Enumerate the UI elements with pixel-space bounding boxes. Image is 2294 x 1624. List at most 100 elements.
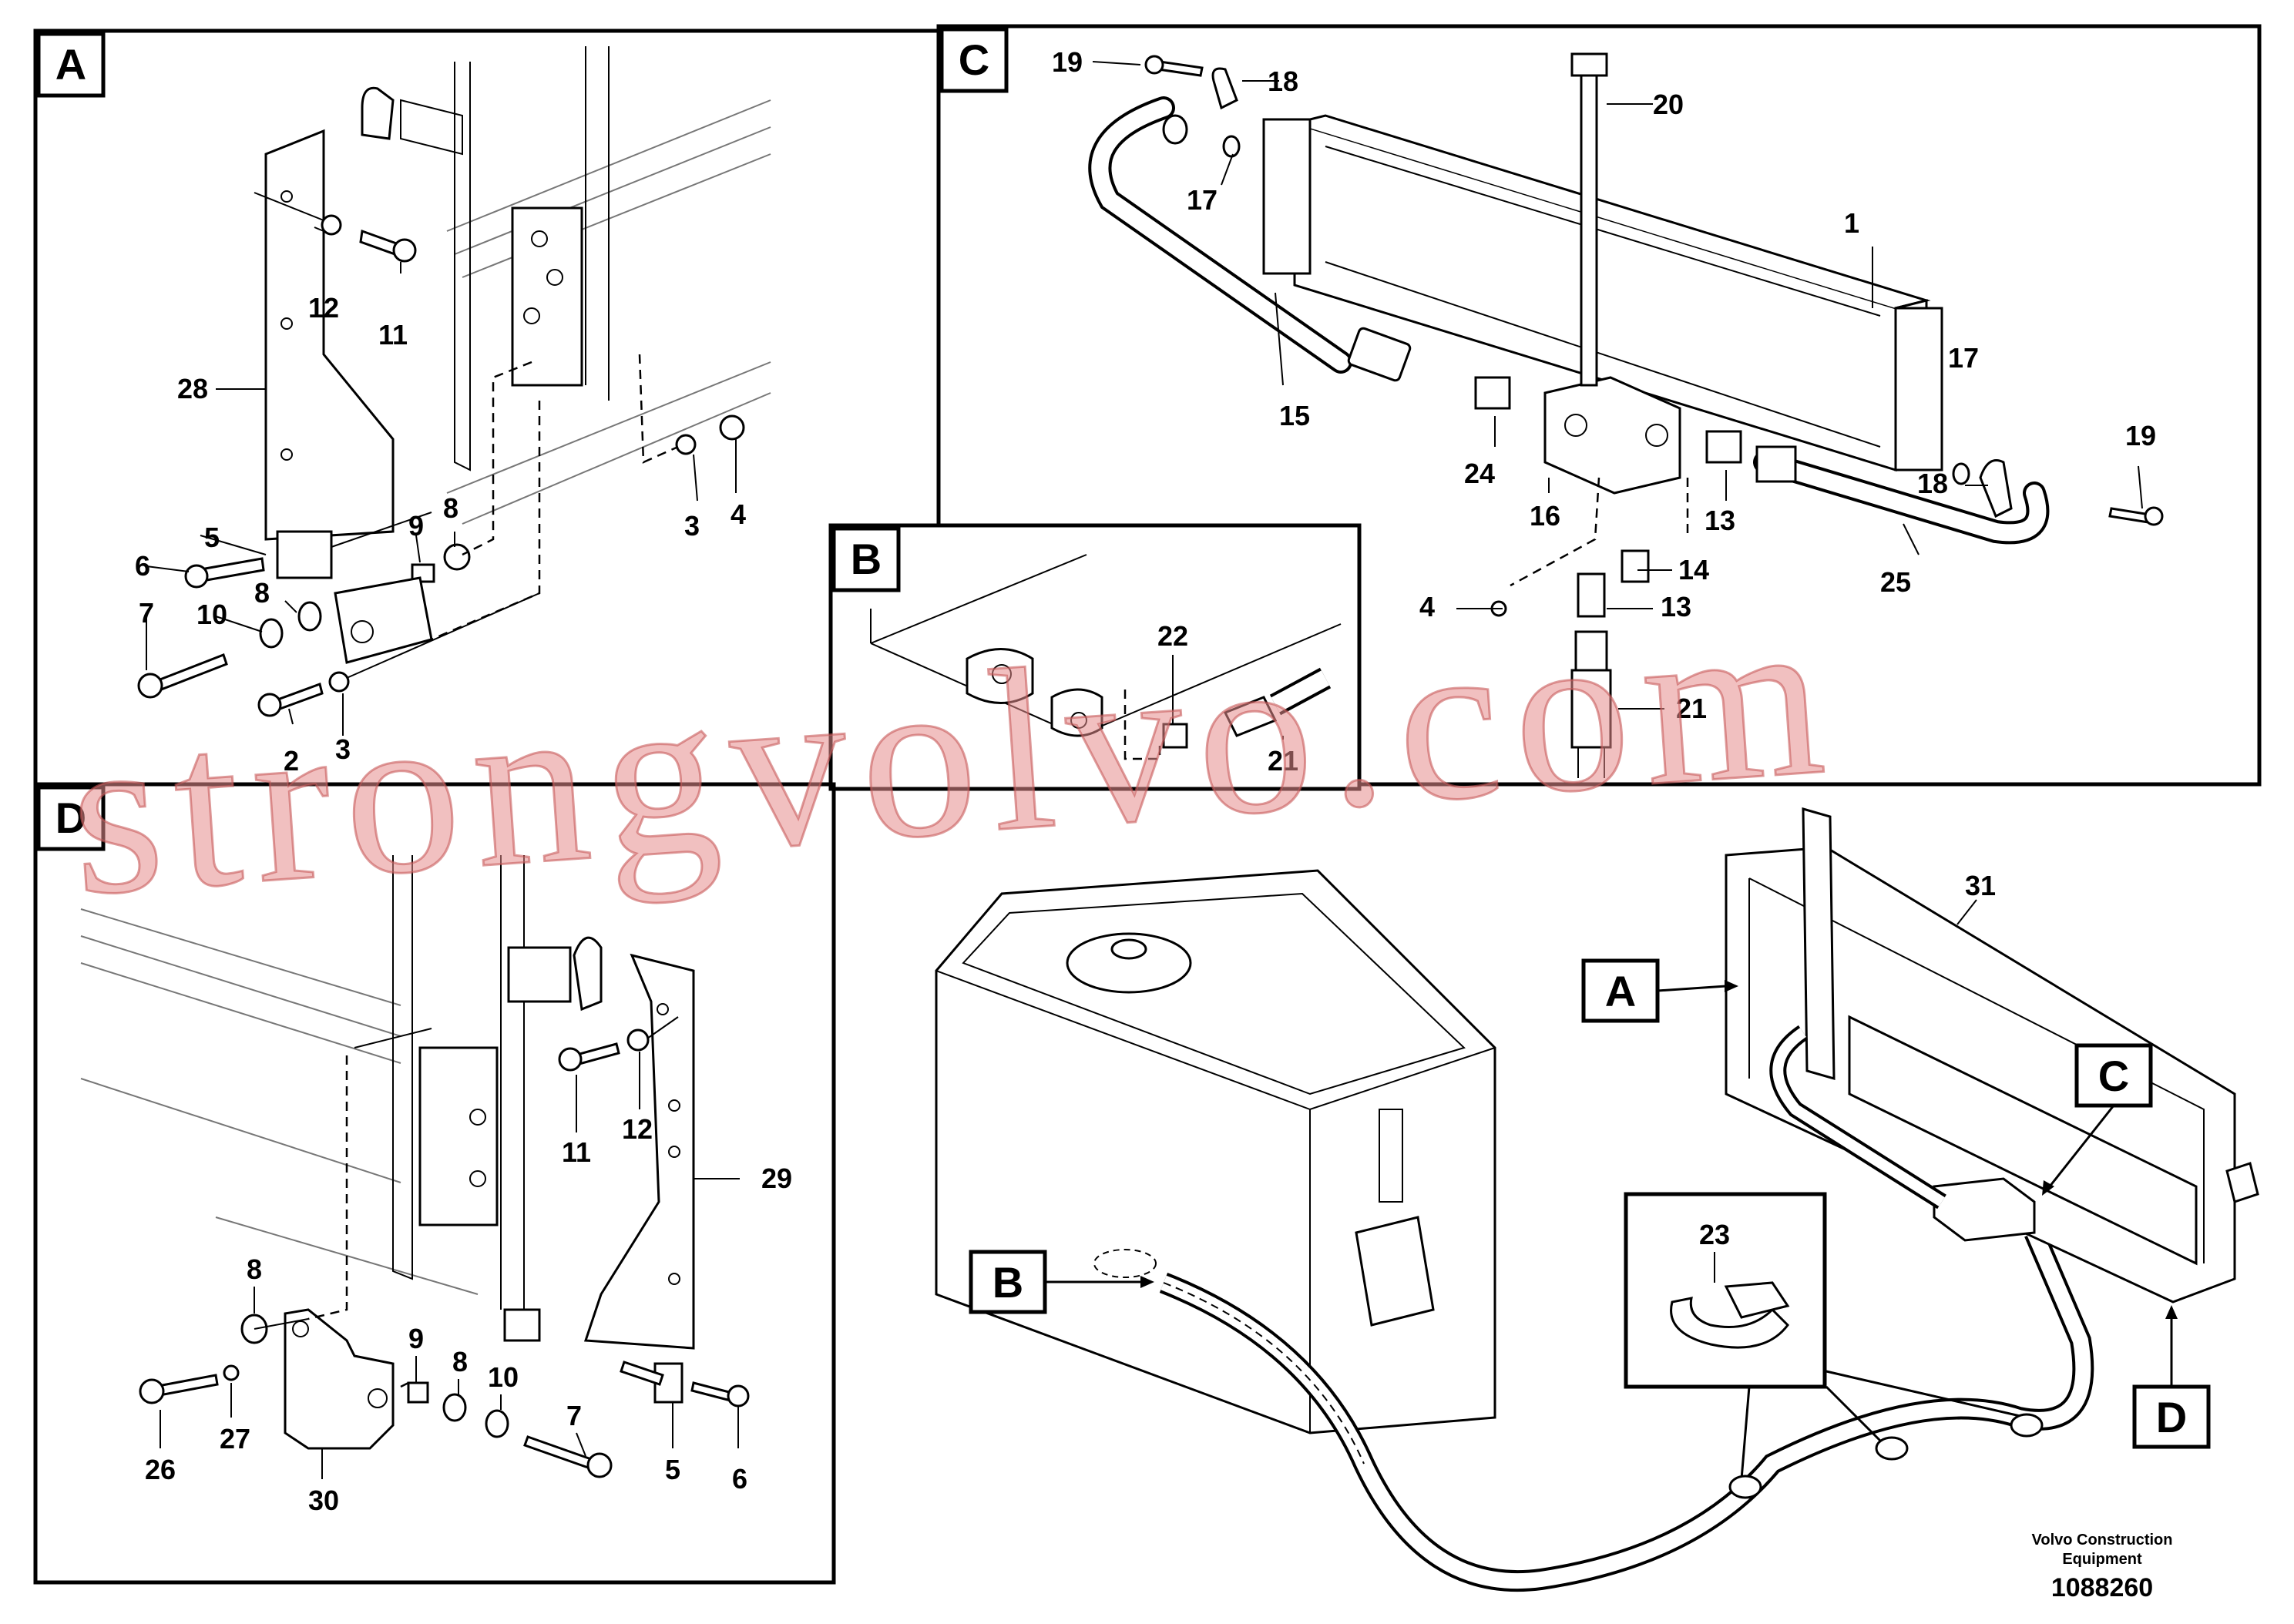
hose-25-fitting (1755, 445, 1797, 483)
hydraulic-tank (935, 869, 1496, 1434)
arrow-head (1725, 980, 1738, 992)
bracket-hole (280, 190, 293, 203)
label: 19 (2125, 420, 2156, 451)
cooler-end-right (1894, 307, 1943, 471)
label: 5 (665, 1454, 680, 1485)
bolt-20-head (1570, 52, 1608, 77)
valve-block-16 (1543, 376, 1681, 495)
spacer-9d (407, 1381, 429, 1404)
label: 8 (247, 1253, 262, 1285)
panel-d-leaders (160, 1052, 740, 1479)
label: 11 (378, 319, 408, 351)
label: 6 (135, 550, 150, 582)
label: 29 (761, 1163, 792, 1194)
screw-19b (2108, 507, 2151, 524)
frame-post (1802, 807, 1836, 1080)
label: 8 (443, 492, 458, 524)
callout-c-arrow (2048, 1105, 2115, 1187)
label: 12 (308, 292, 339, 324)
fitting-14 (1621, 549, 1650, 583)
fitting-13 (1705, 430, 1742, 464)
cable-tie-23-head (1724, 1281, 1790, 1319)
label: 26 (145, 1454, 176, 1485)
label: 30 (308, 1485, 339, 1516)
seal-17b (1952, 462, 1970, 485)
panel-d-clip (573, 936, 603, 1012)
frame-31-inner (1748, 877, 2205, 1263)
panel-a-letter: A (55, 40, 86, 89)
valve-block-in-frame (1933, 1177, 2036, 1242)
washer-8b (297, 601, 322, 632)
cooler-end-left (1262, 118, 1312, 275)
hose-15-inner (1091, 99, 1349, 371)
panel-b-dashed (1123, 690, 1161, 760)
panel-d-letter: D (55, 794, 86, 842)
nut-4 (719, 414, 745, 441)
panel-b-leaders (1172, 655, 1284, 740)
callout-b: B (992, 1258, 1023, 1307)
callout-d: D (2156, 1393, 2187, 1441)
tank-level-gauge (1379, 1109, 1403, 1203)
panel-b-port (1070, 712, 1087, 729)
label: 10 (196, 599, 227, 630)
panel-a-block (511, 206, 583, 387)
washer-8 (443, 543, 471, 571)
panel-c-letter: C (959, 35, 989, 84)
panel-c-dashed (1510, 477, 1689, 587)
tank-cap (1066, 932, 1192, 994)
panel-d: D (33, 782, 836, 1585)
label: 12 (622, 1113, 653, 1145)
panel-d-dashed (307, 1055, 409, 1388)
label: 23 (1699, 1219, 1730, 1250)
label: 3 (684, 510, 700, 542)
bracket-hole (280, 448, 293, 461)
plate-hole (368, 1388, 388, 1408)
bolt-11-head (392, 238, 417, 263)
label: 31 (1965, 870, 1996, 901)
block-5 (276, 530, 333, 579)
label: 13 (1705, 505, 1735, 536)
washer-3 (328, 671, 350, 693)
panel-a-dashed (431, 354, 679, 641)
block-5d-pin (620, 1361, 664, 1386)
panel-a-clip (361, 86, 395, 140)
block-port (1564, 414, 1587, 437)
label-31-leader (1956, 899, 1977, 925)
panel-d-block-hole (469, 1109, 486, 1126)
inset-23-pointers (1740, 1370, 2027, 1480)
footer-line-1: Volvo Construction (2032, 1532, 2173, 1549)
bracket-hole (280, 317, 293, 330)
bracket-hole (668, 1099, 680, 1112)
label: 15 (1279, 400, 1310, 431)
label: 27 (220, 1423, 250, 1455)
cooler-in-frame (1848, 1015, 2198, 1266)
label: 9 (408, 510, 424, 542)
fitting-24 (1474, 376, 1511, 410)
panel-d-letter-box (36, 785, 106, 851)
bolt-6-head (184, 564, 209, 589)
frame-hose-inner (1772, 1028, 1945, 1206)
bolt-26-head (139, 1378, 165, 1404)
label: 25 (1880, 566, 1911, 598)
panel-c-leaders (1092, 61, 2143, 710)
plate (334, 576, 433, 664)
bolt-20 (1580, 56, 1598, 387)
main-assembly: B A C D 31 (935, 807, 2259, 1592)
bracket-29 (583, 953, 695, 1350)
label: 8 (254, 577, 270, 609)
panel-a-letter-box (36, 32, 106, 98)
washer-12 (321, 214, 342, 236)
panel-c-letter-box (939, 27, 1009, 93)
label: 17 (1948, 342, 1979, 374)
bolt-7d-shank (523, 1435, 595, 1470)
panel-d-stub (503, 1308, 541, 1342)
footer-line-2: Equipment (2062, 1551, 2142, 1568)
label: 21 (1268, 745, 1298, 777)
callout-c-box (2074, 1043, 2153, 1108)
bracket-hole (657, 1003, 669, 1015)
label: 7 (566, 1400, 582, 1431)
label: 24 (1464, 458, 1495, 489)
label: 8 (452, 1346, 468, 1377)
panel-a-block-hole (531, 230, 548, 247)
